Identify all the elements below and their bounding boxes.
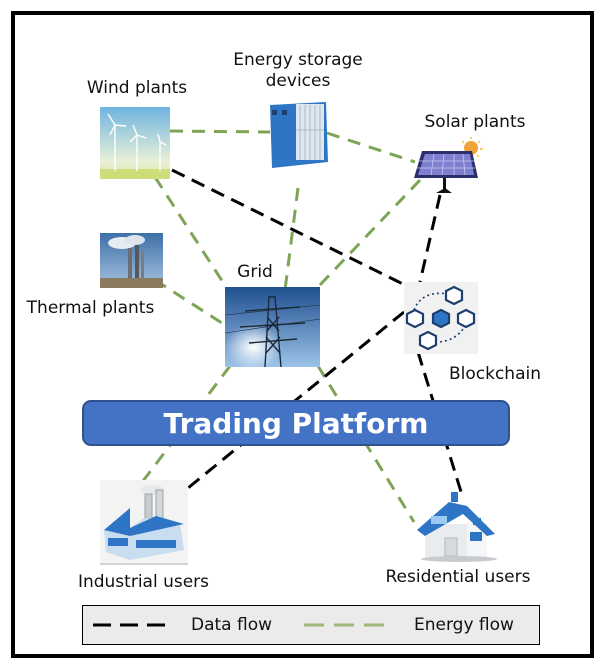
data-link-solar-blockchain	[418, 194, 442, 283]
residential-users-label: Residential users	[385, 567, 531, 587]
data-link-wind-blockchain	[171, 168, 406, 287]
grid-label: Grid	[237, 262, 273, 282]
house-icon	[415, 490, 503, 562]
battery-icon	[268, 100, 330, 172]
wind-turbine-icon	[100, 107, 170, 179]
legend-energy-flow-swatch	[304, 620, 393, 630]
diagram-frame	[11, 11, 594, 658]
energy-link-wind-storage	[169, 129, 271, 134]
power-plant-icon	[100, 233, 163, 288]
legend-data-flow-label: Data flow	[191, 615, 273, 635]
blockchain-label: Blockchain	[448, 364, 541, 384]
wind-plants-label: Wind plants	[86, 78, 188, 98]
energy-link-solar-grid	[316, 178, 422, 289]
energy-link-storage-solar	[326, 131, 416, 164]
trading-platform: Trading Platform	[82, 400, 510, 446]
legend-data-flow-swatch	[93, 620, 171, 630]
legend: Data flow Energy flow	[82, 605, 540, 645]
solar-panel-icon	[412, 136, 487, 196]
factory-icon	[100, 480, 188, 565]
energy-link-thermal-grid	[154, 278, 226, 327]
energy-link-storage-grid	[283, 187, 300, 291]
transmission-tower-icon	[224, 287, 321, 368]
energy-link-wind-grid	[153, 176, 230, 291]
blockchain-icon	[404, 282, 478, 354]
industrial-users-label: Industrial users	[77, 572, 210, 592]
solar-plants-label: Solar plants	[424, 112, 526, 132]
thermal-plants-label: Thermal plants	[26, 298, 155, 318]
legend-energy-flow-label: Energy flow	[414, 615, 514, 635]
energy-storage-label: Energy storage devices	[228, 50, 368, 92]
energy-storage-label-line1: Energy storage	[233, 50, 363, 70]
energy-storage-label-line2: devices	[265, 71, 331, 91]
